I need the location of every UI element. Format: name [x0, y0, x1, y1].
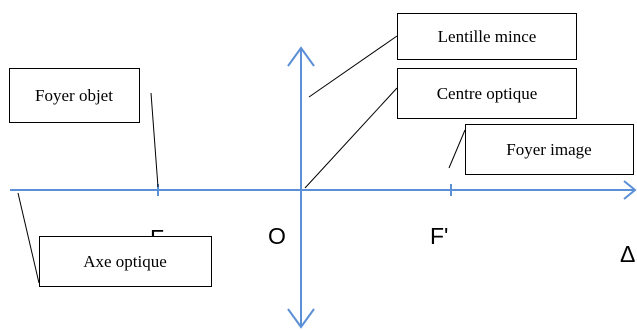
image-focus-leader — [448, 129, 466, 169]
center-label: O — [268, 223, 286, 249]
optical-center-leader — [304, 87, 398, 189]
optical-center-callout-text: Centre optique — [437, 84, 538, 103]
optical-center-callout: Centre optique — [397, 68, 577, 119]
thin-lens-leader — [308, 35, 398, 98]
thin-lens — [287, 46, 315, 329]
image-focus-label: F' — [430, 223, 448, 249]
optical-axis-leader — [17, 192, 40, 284]
object-focus-callout-text: Foyer objet — [35, 86, 113, 105]
optical-axis-callout-text: Axe optique — [83, 252, 167, 271]
optical-axis-callout: Axe optique — [39, 236, 212, 287]
image-focus-callout-text: Foyer image — [506, 140, 591, 159]
thin-lens-callout-text: Lentille mince — [438, 27, 537, 46]
object-focus-callout: Foyer objet — [9, 68, 140, 123]
optical-axis — [10, 180, 637, 200]
thin-lens-callout: Lentille mince — [397, 13, 577, 60]
axis-symbol-label: Δ — [620, 241, 635, 267]
image-focus-callout: Foyer image — [465, 124, 634, 175]
object-focus-leader — [150, 92, 159, 188]
lens-top-arrowhead — [287, 46, 315, 67]
lens-bottom-arrowhead — [287, 308, 315, 329]
